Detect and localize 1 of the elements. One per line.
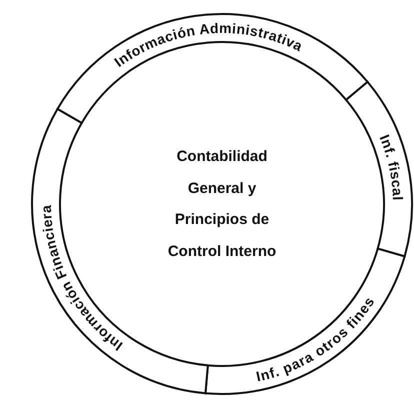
center-text: Contabilidad General y Principios de Control Interno <box>166 147 278 262</box>
